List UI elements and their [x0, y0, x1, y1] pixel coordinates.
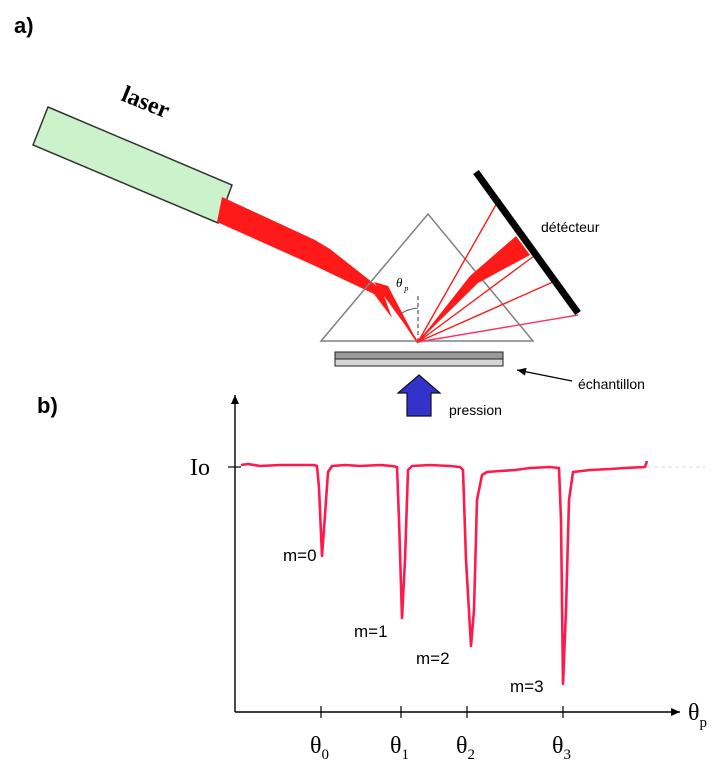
- panel-b-label: b): [37, 393, 58, 418]
- theta-angle-arc: [401, 307, 419, 314]
- ray-1: [417, 202, 498, 343]
- laser-body: [32, 106, 233, 224]
- mode-label-2: m=2: [416, 649, 450, 668]
- panel-a-label: a): [14, 13, 34, 38]
- scattered-main-beam: [418, 236, 530, 342]
- mode-label-3: m=3: [510, 677, 544, 696]
- sample-lower-layer: [334, 358, 504, 367]
- ray-4: [417, 314, 579, 343]
- mode-label-1: m=1: [354, 622, 388, 641]
- x-tick-label-1: θ1: [390, 733, 409, 763]
- scattered-main-core: [417, 276, 477, 343]
- y-axis-label: Io: [190, 455, 210, 481]
- x-tick-label-0: θ0: [310, 733, 329, 763]
- scattered-rays: [417, 202, 579, 343]
- incident-beam: [217, 197, 392, 318]
- sample-label: échantillon: [578, 376, 645, 392]
- sample-upper-layer: [334, 351, 504, 360]
- incident-beam-tip: [374, 282, 418, 343]
- reflectivity-curve: [240, 460, 649, 686]
- pressure-label: pression: [449, 402, 502, 418]
- x-tick-label-3: θ3: [552, 733, 571, 763]
- ray-2: [417, 255, 535, 343]
- x-tick-label-2: θ2: [456, 733, 475, 763]
- mode-label-0: m=0: [283, 546, 317, 565]
- x-axis-label: θp: [688, 700, 707, 731]
- laser-label: laser: [118, 81, 174, 124]
- pressure-arrow: [396, 374, 442, 417]
- detector-label: détécteur: [541, 219, 600, 235]
- sample-pointer-arrow: [516, 367, 573, 382]
- detector: [473, 169, 581, 316]
- ray-3: [417, 281, 554, 343]
